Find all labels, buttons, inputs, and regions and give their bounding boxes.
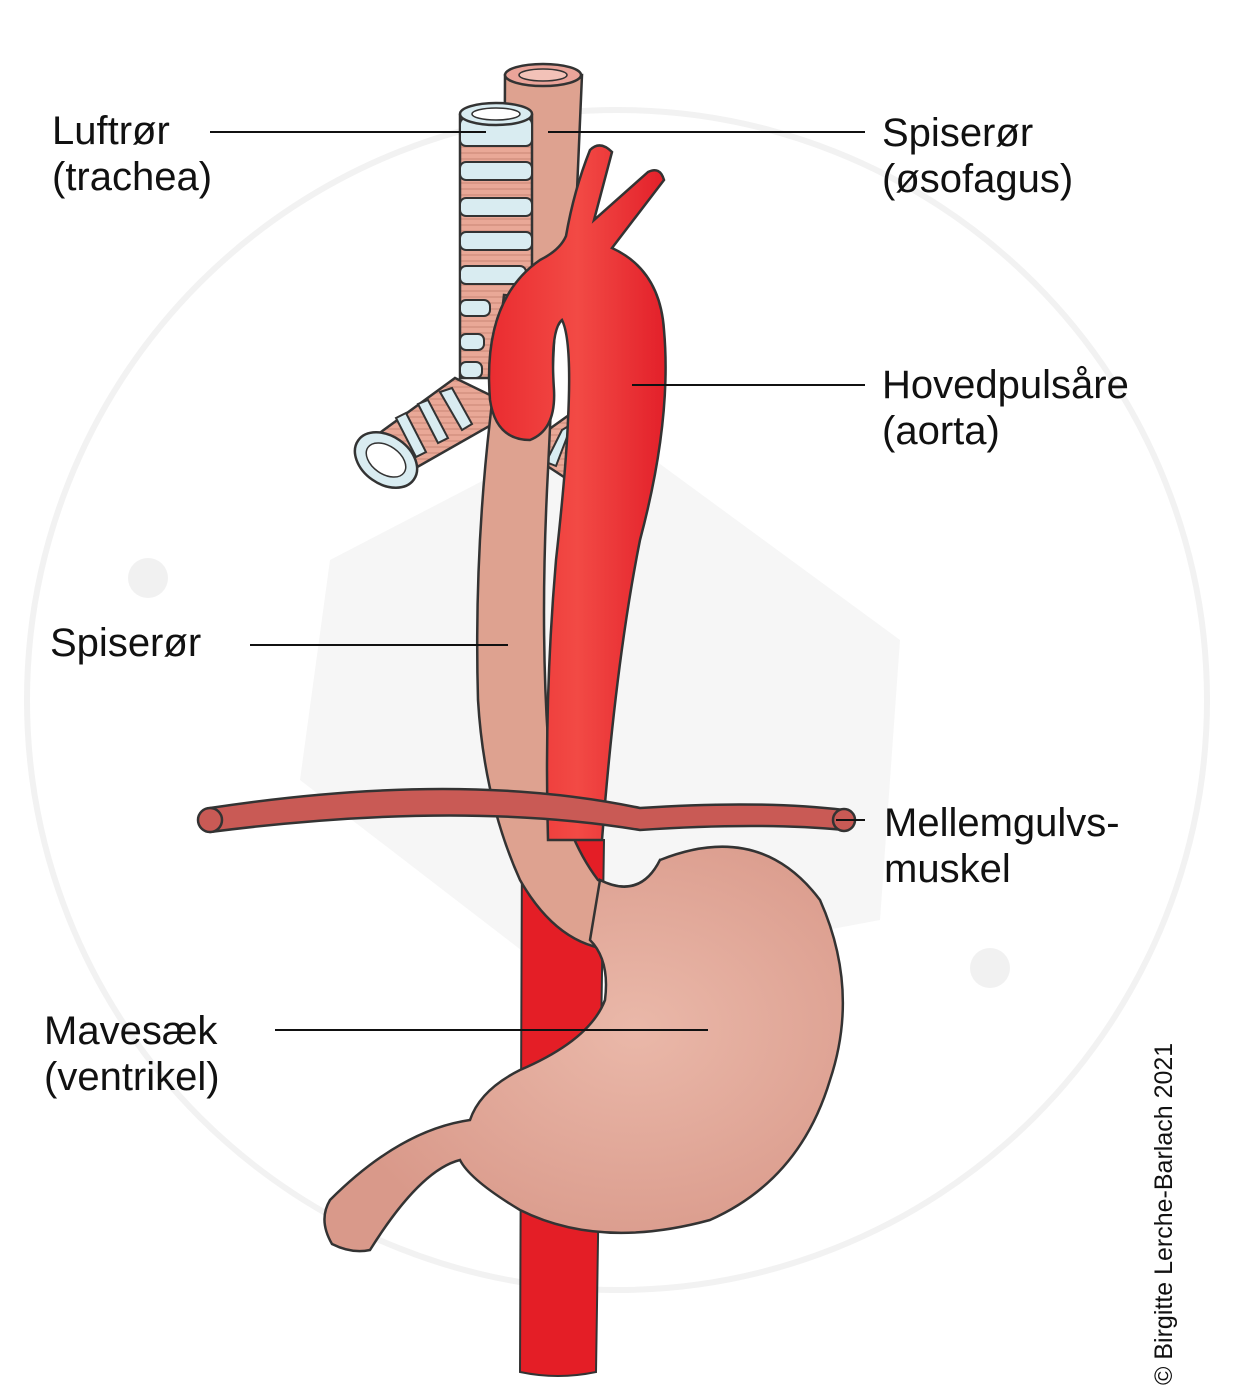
left-bronchus bbox=[353, 376, 502, 489]
label-esophagus-top: Spiserør (øsofagus) bbox=[882, 110, 1073, 202]
watermark-dot-right bbox=[970, 948, 1010, 988]
label-diaphragm-line1: Mellemgulvs- bbox=[884, 801, 1120, 845]
leader-lines bbox=[210, 131, 865, 1031]
label-stomach: Mavesæk (ventrikel) bbox=[44, 1008, 220, 1100]
label-esophagus-mid: Spiserør bbox=[50, 620, 201, 666]
copyright-notice: © Birgitte Lerche-Barlach 2021 bbox=[1150, 1042, 1178, 1385]
label-trachea-line1: Luftrør bbox=[52, 109, 170, 153]
label-diaphragm: Mellemgulvs- muskel bbox=[884, 800, 1120, 892]
label-stomach-line1: Mavesæk bbox=[44, 1009, 218, 1053]
label-esophagus-top-line2: (øsofagus) bbox=[882, 157, 1074, 201]
label-esophagus-top-line1: Spiserør bbox=[882, 111, 1034, 155]
label-aorta: Hovedpulsåre (aorta) bbox=[882, 362, 1129, 454]
label-aorta-line1: Hovedpulsåre bbox=[882, 363, 1129, 407]
watermark bbox=[24, 107, 1210, 1293]
stomach bbox=[323, 845, 845, 1253]
label-diaphragm-line2: muskel bbox=[884, 847, 1011, 891]
label-trachea: Luftrør (trachea) bbox=[52, 108, 212, 200]
label-trachea-line2: (trachea) bbox=[52, 155, 213, 199]
label-aorta-line2: (aorta) bbox=[882, 409, 1000, 453]
watermark-dot-left bbox=[128, 558, 168, 598]
aorta bbox=[487, 144, 667, 842]
label-esophagus-mid-line1: Spiserør bbox=[50, 621, 202, 665]
label-stomach-line2: (ventrikel) bbox=[44, 1055, 220, 1099]
